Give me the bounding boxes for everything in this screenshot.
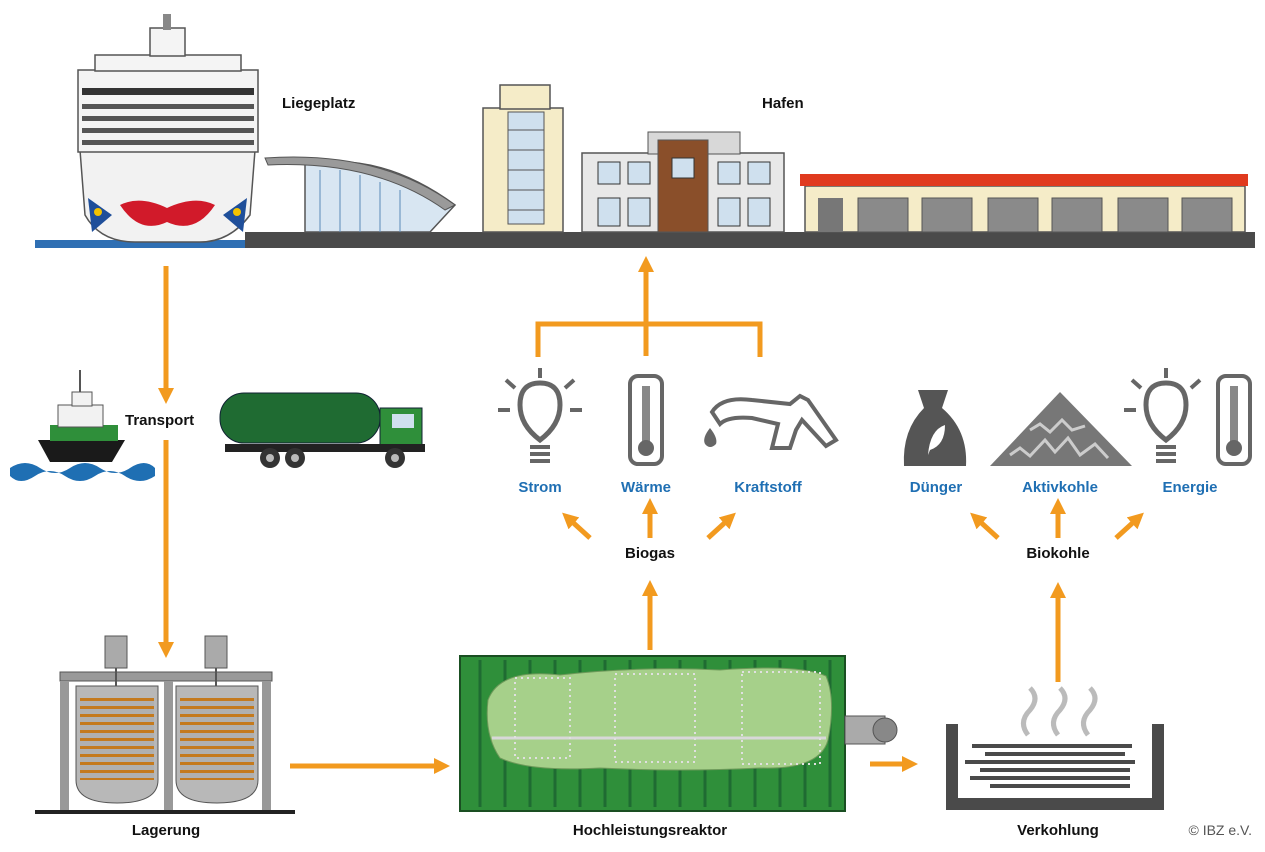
label-duenger: Dünger bbox=[910, 479, 963, 496]
label-liegeplatz: Liegeplatz bbox=[282, 95, 355, 112]
tug-boat-icon bbox=[10, 370, 155, 481]
energy-lightbulb-icon bbox=[1124, 368, 1202, 463]
harbor-office-icon bbox=[581, 131, 785, 233]
arrow-biokohle-to-duenger bbox=[970, 512, 1000, 540]
label-biogas: Biogas bbox=[625, 545, 675, 562]
copyright: © IBZ e.V. bbox=[1189, 822, 1253, 838]
arrow-biokohle-to-energie bbox=[1114, 512, 1144, 540]
label-verkohlung: Verkohlung bbox=[1017, 822, 1099, 839]
label-strom: Strom bbox=[518, 479, 561, 496]
cruise-ship-icon bbox=[77, 14, 259, 243]
fertilizer-bag-icon bbox=[903, 390, 967, 466]
activated-carbon-pile-icon bbox=[990, 392, 1132, 466]
carbonization-basin-icon bbox=[946, 686, 1164, 810]
arrow-biogas-to-kraftstoff bbox=[706, 512, 736, 540]
label-biokohle: Biokohle bbox=[1026, 545, 1089, 562]
label-reaktor: Hochleistungsreaktor bbox=[573, 822, 727, 839]
reactor-container-icon bbox=[459, 655, 898, 812]
fuel-nozzle-icon bbox=[704, 393, 839, 450]
label-energie: Energie bbox=[1162, 479, 1217, 496]
arrow-outputs-to-hafen-bracket bbox=[535, 321, 763, 357]
flow-arrows bbox=[157, 255, 1144, 775]
warehouse-icon bbox=[800, 174, 1248, 233]
energy-thermometer-icon bbox=[1216, 374, 1252, 466]
label-kraftstoff: Kraftstoff bbox=[734, 479, 802, 496]
office-tower-icon bbox=[482, 84, 564, 233]
label-aktivkohle: Aktivkohle bbox=[1022, 479, 1098, 496]
thermometer-icon bbox=[628, 374, 664, 466]
port-ground bbox=[35, 232, 1255, 248]
terminal-building-icon bbox=[264, 156, 457, 233]
label-hafen: Hafen bbox=[762, 95, 804, 112]
label-waerme: Wärme bbox=[621, 479, 671, 496]
tanker-truck-icon bbox=[219, 392, 425, 468]
label-transport: Transport bbox=[125, 412, 194, 429]
storage-tanks-icon bbox=[35, 635, 295, 814]
arrow-biogas-to-strom bbox=[562, 512, 592, 540]
lightbulb-icon bbox=[498, 368, 582, 463]
label-lagerung: Lagerung bbox=[132, 822, 200, 839]
